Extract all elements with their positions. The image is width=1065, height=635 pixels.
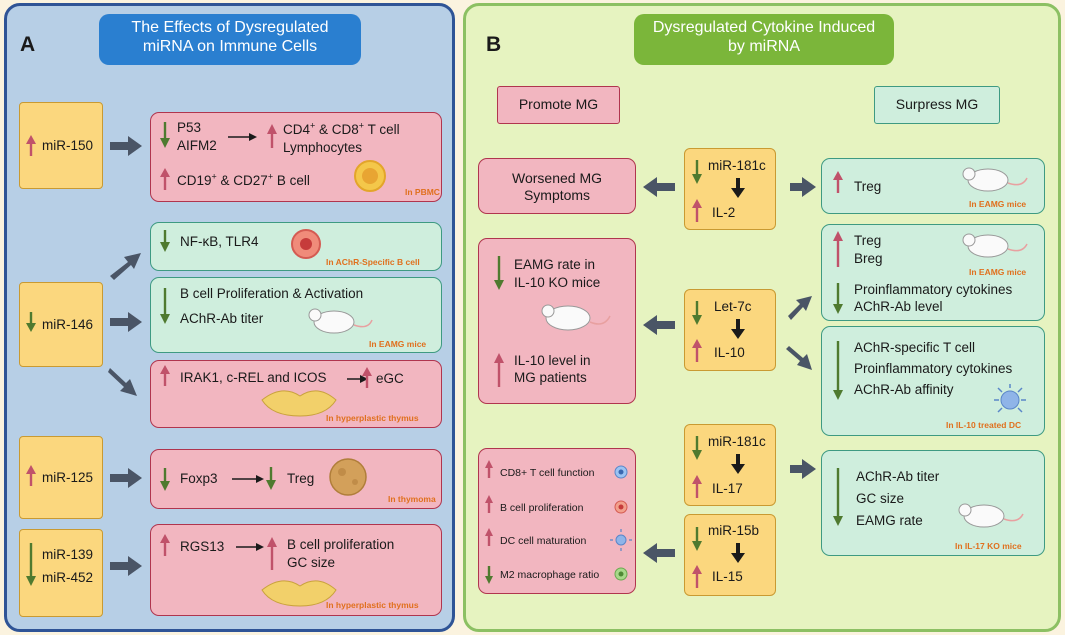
suppress-text: AChR-Ab level	[854, 299, 943, 314]
effect-box-bcell	[150, 277, 442, 353]
context-note: In IL-10 treated DC	[946, 420, 1022, 430]
suppress-box-il17	[821, 450, 1045, 556]
suppress-text: AChR-specific T cell	[854, 340, 976, 355]
panel-a-letter: A	[20, 33, 36, 56]
cytokine-box-il17	[684, 424, 776, 506]
cytokine-label: IL-15	[712, 569, 743, 584]
effect-text: RGS13	[180, 539, 225, 554]
context-note: In AChR-Specific B cell	[326, 257, 420, 267]
effect-text: P53	[177, 120, 202, 135]
panel-a-title-line2: miRNA on Immune Cells	[142, 38, 318, 55]
effect-result: GC size	[287, 555, 336, 570]
effect-result: eGC	[376, 371, 404, 386]
promote-list-item: CD8+ T cell function	[500, 467, 595, 479]
mirna-box-mir125	[19, 436, 103, 519]
context-note: In PBMC	[405, 187, 440, 197]
suppress-text: GC size	[856, 491, 905, 506]
effect-box-mir150	[150, 112, 442, 202]
mirna-label: miR-181c	[708, 158, 766, 173]
context-note: In EAMG mice	[369, 339, 427, 349]
effect-result: CD4+ & CD8+ T cell	[283, 120, 400, 137]
cytokine-box-il2	[684, 148, 776, 230]
effect-text: NF-κB, TLR4	[180, 234, 259, 249]
suppress-text: AChR-Ab affinity	[854, 382, 954, 397]
effect-text: AIFM2	[177, 138, 217, 153]
suppress-box-achr-t-cell	[821, 326, 1045, 436]
suppress-mg-label-box	[874, 86, 1000, 124]
cytokine-label: IL-17	[712, 481, 743, 496]
cytokine-box-il10	[684, 289, 776, 371]
mirna-label: miR-452	[42, 570, 94, 585]
promote-box-worsened	[478, 158, 636, 214]
suppress-text: Treg	[854, 233, 882, 248]
effect-text: B cell Proliferation & Activation	[180, 286, 364, 301]
effect-box-foxp3	[150, 449, 442, 509]
mirna-label: miR-125	[42, 470, 94, 485]
suppress-text: Proinflammatory cytokines	[854, 282, 1013, 297]
panel-a-title: The Effects of Dysregulated miRNA on Imm…	[99, 14, 361, 65]
effect-result: Treg	[287, 471, 315, 486]
effect-result: B cell proliferation	[287, 537, 395, 552]
panel-b-title-line2: by miRNA	[727, 38, 800, 55]
cytokine-label: IL-10	[714, 345, 745, 360]
promote-list-item: DC cell maturation	[500, 535, 587, 547]
mirna-label: miR-15b	[708, 523, 760, 538]
context-note: In hyperplastic thymus	[326, 413, 419, 423]
promote-text: Worsened MG	[512, 170, 602, 186]
mirna-label: Let-7c	[714, 299, 752, 314]
suppress-text: EAMG rate	[856, 513, 923, 528]
promote-mg-label: Promote MG	[518, 96, 599, 112]
suppress-mg-label: Surpress MG	[895, 96, 979, 112]
context-note: In hyperplastic thymus	[326, 600, 419, 610]
mirna-label: miR-181c	[708, 434, 766, 449]
suppress-text: Breg	[854, 251, 883, 266]
promote-text: IL-10 level in	[514, 353, 591, 368]
mirna-label: miR-139	[42, 547, 94, 562]
context-note: In thymoma	[388, 494, 436, 504]
cytokine-label: IL-2	[712, 205, 736, 220]
suppress-text: Proinflammatory cytokines	[854, 361, 1013, 376]
panel-b-letter: B	[486, 33, 502, 56]
context-note: In EAMG mice	[969, 199, 1027, 209]
effect-text: Foxp3	[180, 471, 218, 486]
context-note: In EAMG mice	[969, 267, 1027, 277]
effect-text: CD19+ & CD27+ B cell	[177, 171, 310, 188]
promote-list-item: M2 macrophage ratio	[500, 569, 600, 581]
promote-box-il15	[478, 448, 636, 594]
promote-mg-label-box	[497, 86, 620, 124]
mirna-box-mir150	[19, 102, 103, 189]
effect-text: IRAK1, c-REL and ICOS	[180, 370, 327, 385]
promote-text: EAMG rate in	[514, 257, 596, 272]
suppress-text: Treg	[854, 179, 882, 194]
mirna-box-mir139-452	[19, 529, 103, 617]
cytokine-box-il15	[684, 514, 776, 596]
mirna-label: miR-146	[42, 317, 94, 332]
promote-list-item: B cell proliferation	[500, 502, 584, 514]
context-note: In IL-17 KO mice	[955, 541, 1022, 551]
promote-text: Symptoms	[523, 187, 591, 203]
effect-text: AChR-Ab titer	[180, 311, 264, 326]
suppress-text: AChR-Ab titer	[856, 469, 940, 484]
mirna-label: miR-150	[42, 138, 94, 153]
panel-a-title-line1: The Effects of Dysregulated	[131, 19, 329, 36]
effect-result: Lymphocytes	[283, 140, 363, 155]
panel-b-title: Dysregulated Cytokine Induced by miRNA	[634, 14, 894, 65]
panel-b-title-line1: Dysregulated Cytokine Induced	[652, 19, 876, 36]
promote-text: MG patients	[514, 370, 587, 385]
promote-text: IL-10 KO mice	[514, 275, 601, 290]
